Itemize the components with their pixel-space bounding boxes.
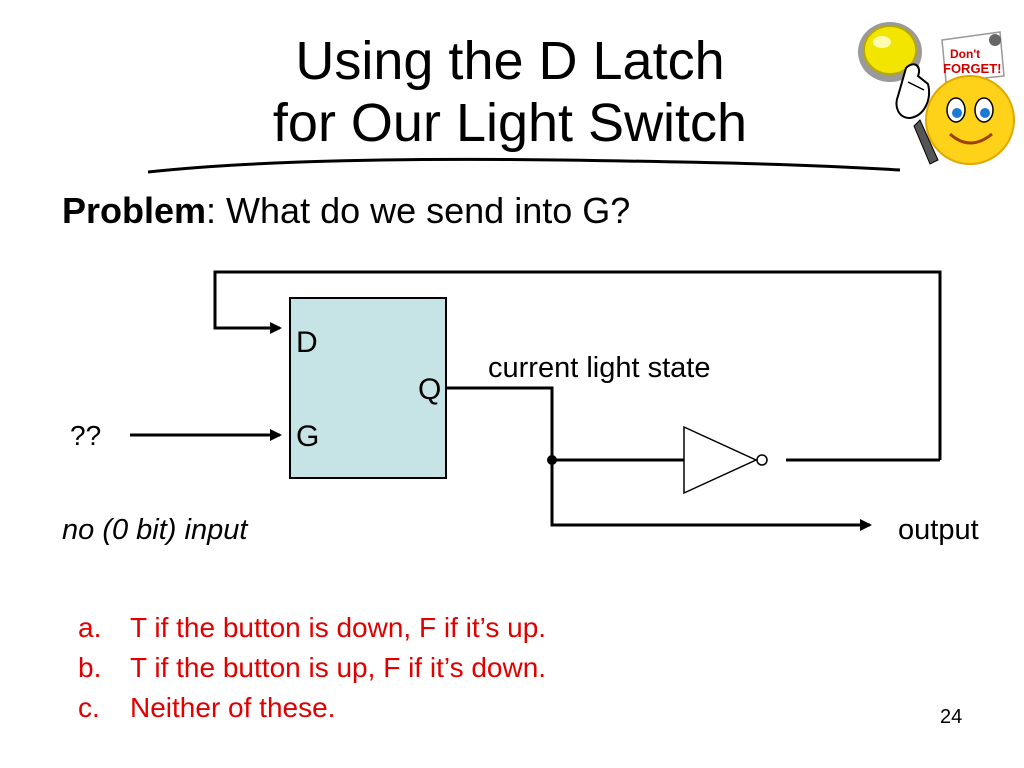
- slide-title: Using the D Latch for Our Light Switch: [170, 30, 850, 154]
- problem-question: : What do we send into G?: [206, 190, 631, 231]
- latch-d-label: D: [296, 326, 318, 359]
- option-c: c. Neither of these.: [78, 688, 546, 728]
- output-label: output: [898, 514, 979, 546]
- no-input-label: no (0 bit) input: [62, 514, 248, 546]
- option-letter: c.: [78, 692, 100, 723]
- feedback-wire: [213, 270, 942, 460]
- latch-g-label: G: [296, 420, 320, 453]
- inverter-bubble: [756, 454, 768, 466]
- d-latch-box: [289, 297, 447, 479]
- option-letter: b.: [78, 652, 102, 683]
- option-text: T if the button is up, F if it’s down.: [130, 652, 547, 683]
- junction-dot: [547, 455, 557, 465]
- option-letter: a.: [78, 612, 102, 643]
- problem-statement: Problem: What do we send into G?: [62, 190, 630, 232]
- svg-text:Don't: Don't: [950, 47, 980, 61]
- dont-forget-mascot-icon: Don't FORGET!: [858, 22, 1015, 165]
- latch-q-label: Q: [418, 373, 442, 406]
- option-text: T if the button is down, F if it’s up.: [130, 612, 547, 643]
- problem-label: Problem: [62, 190, 207, 231]
- option-a: a. T if the button is down, F if it’s up.: [78, 608, 546, 648]
- current-light-state-label: current light state: [488, 352, 711, 384]
- svg-text:FORGET!: FORGET!: [943, 61, 1002, 76]
- option-b: b. T if the button is up, F if it’s down.: [78, 648, 546, 688]
- inverter-gate: [683, 425, 758, 495]
- g-input-label: ??: [70, 420, 102, 451]
- page-number: 24: [940, 706, 963, 728]
- answer-options: a. T if the button is down, F if it’s up.…: [78, 608, 546, 728]
- title-line-1: Using the D Latch: [295, 31, 725, 91]
- option-text: Neither of these.: [130, 692, 336, 723]
- title-line-2: for Our Light Switch: [272, 93, 748, 153]
- q-output-wire: [446, 386, 872, 531]
